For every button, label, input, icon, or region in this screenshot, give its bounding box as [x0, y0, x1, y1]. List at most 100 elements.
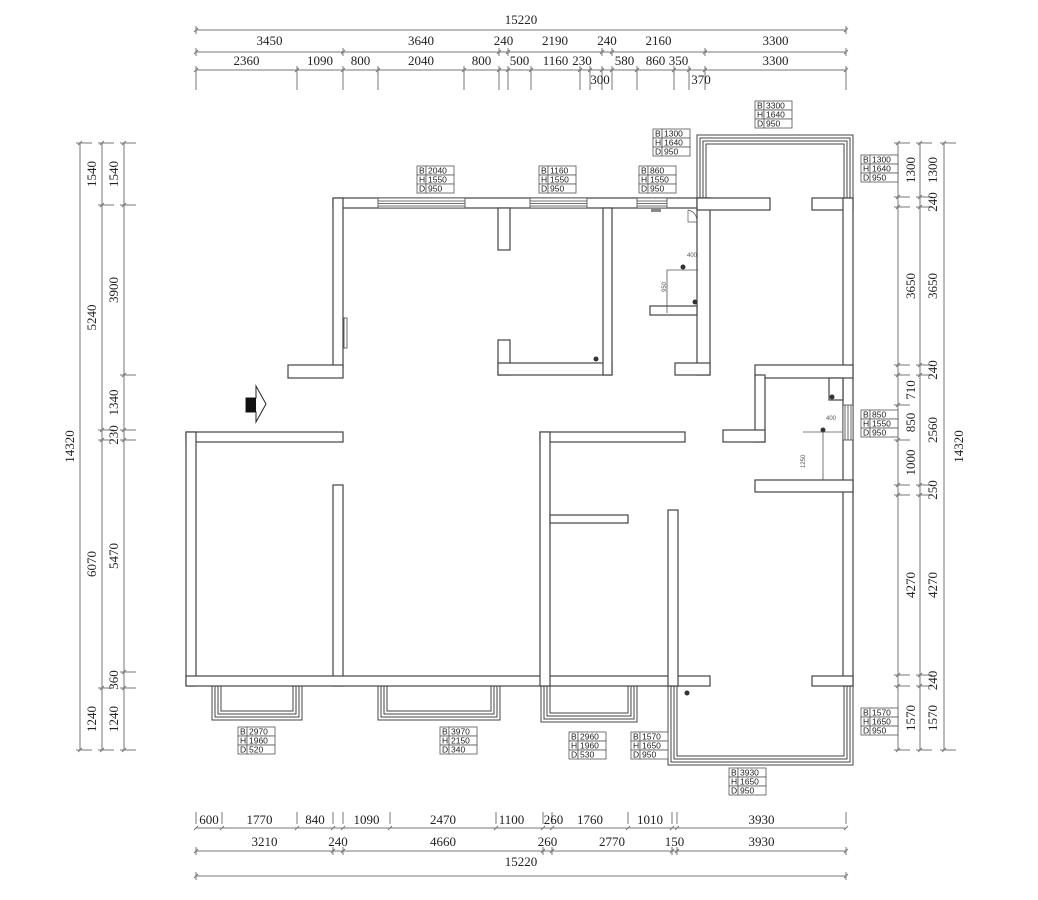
tag-key: B [863, 708, 869, 718]
window-openings [377, 197, 854, 441]
dimension-tick [549, 825, 555, 831]
wall [497, 207, 511, 251]
tag-key: B [731, 768, 737, 778]
dimension-tick [528, 67, 534, 73]
dimension-label: 2470 [430, 812, 456, 827]
tag-value-cell [763, 118, 793, 129]
bay-window-frame [696, 134, 854, 198]
dimension-label: 1100 [499, 812, 525, 827]
bay-window-frame [705, 143, 845, 198]
tag-key: B [442, 727, 448, 737]
wall [185, 431, 344, 443]
tag-value-h: 1650 [872, 717, 891, 727]
wall [185, 431, 197, 687]
tag-value-d: 520 [249, 745, 263, 755]
dimension-tick [669, 848, 675, 854]
dimension-tick [895, 140, 901, 146]
dimension-label: 360 [106, 670, 121, 690]
dimension-tick [193, 67, 199, 73]
dimension-tick [493, 825, 499, 831]
wall [649, 305, 698, 316]
tag-value-cell [246, 744, 276, 755]
window-opening [377, 197, 466, 209]
drain-icon [692, 299, 698, 305]
door-icon [343, 317, 348, 349]
dimension-tick [609, 49, 615, 55]
tag-key: D [633, 750, 639, 760]
tag-value-cell [647, 183, 677, 194]
tag-value-d: 340 [451, 745, 465, 755]
dimension-label: 1770 [247, 812, 273, 827]
dimension-tick [895, 194, 901, 200]
wall [754, 364, 854, 379]
dimension-label: 3930 [749, 812, 775, 827]
bay-window-frame [667, 686, 854, 766]
tag-key: D [863, 726, 869, 736]
tag-value-cell [547, 183, 577, 194]
tag-value-h: 1640 [664, 138, 683, 148]
dimension-label: 2560 [925, 417, 940, 443]
tag-key: B [641, 166, 647, 176]
dimension-label: 1570 [925, 705, 940, 731]
tag-key: B [633, 732, 639, 742]
tag-key: H [757, 110, 763, 120]
tag-value-cell [869, 725, 899, 736]
dimension-label: 1300 [903, 157, 918, 183]
tag-key: D [863, 428, 869, 438]
tag-key: D [655, 147, 661, 157]
kitchen-width-note: 400 [826, 416, 837, 422]
dimension-tick [917, 194, 923, 200]
tag-value-b: 1570 [872, 708, 891, 718]
dimension-tick [121, 202, 127, 208]
tag-value-h: 1550 [550, 175, 569, 185]
wall [696, 197, 711, 376]
dimension-tick [99, 437, 105, 443]
tag-value-b: 2970 [249, 727, 268, 737]
dimension-label: 260 [544, 812, 564, 827]
tag-value-b: 3930 [740, 768, 759, 778]
dimension-label: 600 [199, 812, 219, 827]
tag-value-cell [869, 172, 899, 183]
door-swing-icon [687, 209, 698, 223]
dimension-tick [599, 49, 605, 55]
dimension-label: 500 [510, 53, 530, 68]
dimension-tick [917, 672, 923, 678]
dimension-tick [634, 67, 640, 73]
dimension-label: 370 [691, 72, 711, 87]
dimension-tick [193, 825, 199, 831]
dimension-tick [387, 825, 393, 831]
dimension-tick [99, 140, 105, 146]
tag-key: B [863, 155, 869, 165]
tag-value-cell [639, 749, 669, 760]
tag-value-d: 950 [766, 119, 780, 129]
entrance-arrow-icon [245, 384, 267, 424]
bay-window-frame [214, 686, 300, 718]
dimension-tick [895, 672, 901, 678]
dimension-tick [77, 140, 83, 146]
tag-value-d: 950 [872, 726, 886, 736]
dimension-tick [99, 685, 105, 691]
tag-key: D [240, 745, 246, 755]
bath-width-note: 400 [687, 253, 698, 259]
dimension-tick [121, 685, 127, 691]
dimension-label: 2770 [599, 834, 625, 849]
dimension-tick [895, 204, 901, 210]
dimension-tick [625, 825, 631, 831]
drain-icon [680, 264, 686, 270]
dimension-tick [505, 67, 511, 73]
dimension-label: 800 [472, 53, 492, 68]
bay-window-frame [377, 686, 501, 721]
wall [811, 675, 854, 687]
tag-key: D [442, 745, 448, 755]
wall [287, 364, 344, 379]
dimension-label: 300 [590, 72, 610, 87]
dimension-tick [674, 848, 680, 854]
dimension-label: 1540 [106, 161, 121, 187]
dimension-tick [577, 67, 583, 73]
dimension-tick [330, 825, 336, 831]
bay-window-frame [546, 686, 632, 717]
